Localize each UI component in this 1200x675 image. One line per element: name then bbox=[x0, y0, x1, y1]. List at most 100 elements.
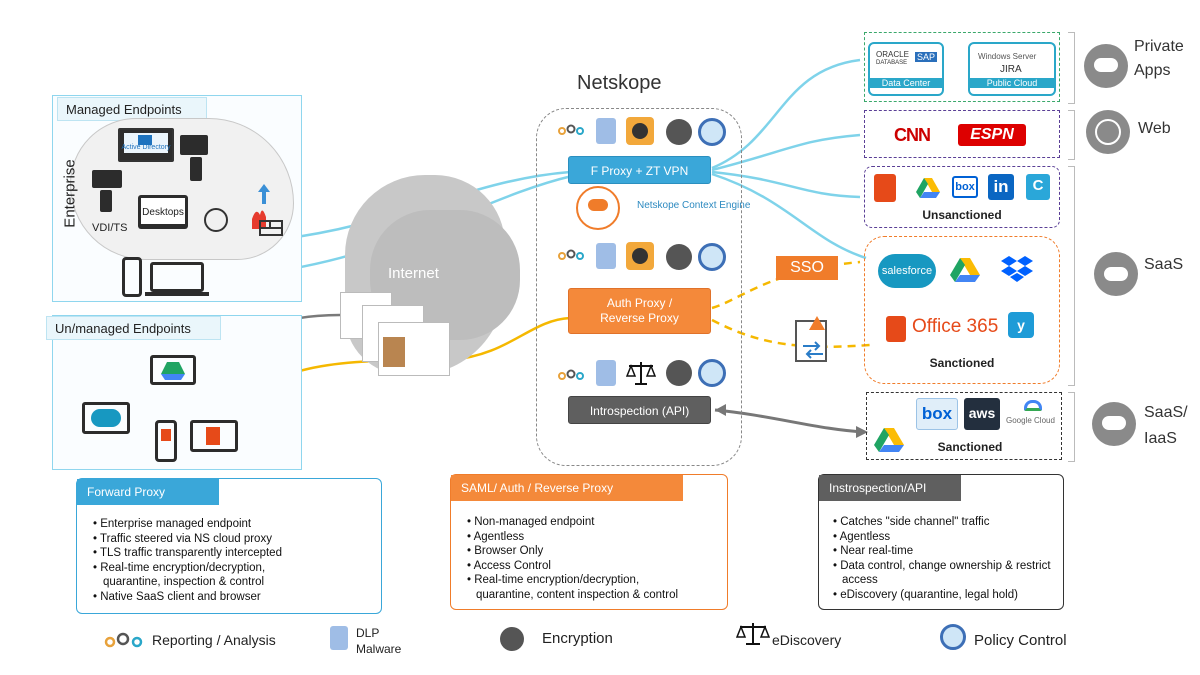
list-item: Data control, change ownership & restric… bbox=[833, 559, 1061, 574]
ediscovery-scale-icon bbox=[625, 360, 657, 386]
category-bracket-private bbox=[1068, 32, 1075, 104]
legend-policy-control-label: Policy Control bbox=[974, 632, 1067, 649]
sap-logo: SAP bbox=[915, 52, 938, 62]
globe-icon bbox=[204, 208, 228, 232]
iaas-label-1: SaaS/ bbox=[1144, 404, 1188, 421]
category-bracket-iaas bbox=[1068, 392, 1075, 462]
list-item: access bbox=[842, 574, 878, 586]
introspection-api-list: Catches "side channel" traffic Agentless… bbox=[833, 515, 1061, 602]
list-item: Agentless bbox=[467, 530, 725, 545]
fproxy-to-private-line bbox=[711, 58, 861, 170]
forward-proxy-title: Forward Proxy bbox=[77, 479, 219, 505]
introspection-api-box: Instrospection/API Catches "side channel… bbox=[818, 474, 1064, 610]
auth-to-sanctioned-dashed-line bbox=[711, 318, 871, 348]
data-center-label: Data Center bbox=[870, 78, 942, 88]
unsanctioned-zone bbox=[864, 166, 1060, 228]
legend-reporting-icon bbox=[102, 632, 148, 648]
salesforce-logo: salesforce bbox=[878, 254, 936, 288]
laptop-icon bbox=[150, 262, 204, 292]
oracle-logo: ORACLE bbox=[876, 50, 909, 59]
google-cloud-icon bbox=[1024, 400, 1042, 411]
list-item: Catches "side channel" traffic bbox=[833, 515, 1061, 530]
netskope-cloud-zone bbox=[536, 108, 742, 466]
list-item: Native SaaS client and browser bbox=[93, 590, 378, 605]
legend-malware-label: Malware bbox=[356, 642, 402, 656]
introspection-button[interactable]: Introspection (API) bbox=[568, 396, 711, 424]
windows-server-logo: Windows Server bbox=[978, 52, 1037, 61]
fproxy-to-web-line bbox=[711, 133, 861, 172]
encryption-icon bbox=[666, 119, 692, 145]
web-zone bbox=[864, 110, 1060, 158]
policy-control-icon bbox=[698, 243, 726, 271]
google-cloud-label: Google Cloud bbox=[1006, 416, 1055, 425]
list-item: quarantine, content inspection & control bbox=[476, 588, 679, 601]
auth-proxy-line1: Auth Proxy / bbox=[606, 296, 673, 310]
cnn-logo: CNN bbox=[894, 125, 931, 145]
saml-proxy-list: Non-managed endpoint Agentless Browser O… bbox=[467, 515, 725, 602]
legend-ediscovery-label: eDiscovery bbox=[772, 632, 842, 648]
list-item: Browser Only bbox=[467, 544, 725, 559]
tower-icon bbox=[190, 157, 202, 181]
sso-badge: SSO bbox=[776, 256, 838, 280]
iaas-sanctioned-zone bbox=[866, 392, 1062, 460]
aws-logo: aws bbox=[964, 398, 1000, 430]
list-item: Agentless bbox=[833, 530, 1061, 545]
database-label: DATABASE bbox=[876, 60, 908, 66]
encryption-icon bbox=[666, 360, 692, 386]
encryption-icon bbox=[666, 244, 692, 270]
reporting-gears-icon bbox=[556, 368, 586, 382]
fproxy-button[interactable]: F Proxy + ZT VPN bbox=[568, 156, 711, 184]
active-directory-icon bbox=[118, 128, 174, 162]
list-item: TLS traffic transparently intercepted bbox=[93, 546, 378, 561]
list-item: Traffic steered via NS cloud proxy bbox=[93, 532, 378, 547]
iaas-cloud-icon bbox=[1092, 402, 1136, 446]
office365-small-logo bbox=[874, 174, 896, 202]
list-item: Near real-time bbox=[833, 544, 1061, 559]
monitor-icon bbox=[180, 135, 208, 155]
active-directory-label: Active Directory bbox=[121, 144, 171, 151]
vdi-label: VDI/TS bbox=[92, 222, 128, 234]
malware-icon bbox=[626, 117, 654, 145]
auth-proxy-button[interactable]: Auth Proxy / Reverse Proxy bbox=[568, 288, 711, 334]
office-laptop-icon bbox=[190, 420, 238, 452]
linkedin-logo: in bbox=[988, 174, 1014, 200]
jira-logo: JIRA bbox=[1000, 64, 1022, 75]
fproxy-to-saas-line bbox=[711, 172, 867, 260]
data-center-card: ORACLE DATABASE SAP Data Center bbox=[868, 42, 944, 96]
malware-icon bbox=[626, 242, 654, 270]
iaas-sanctioned-label: Sanctioned bbox=[937, 440, 1003, 454]
auth-proxy-line2: Reverse Proxy bbox=[600, 311, 679, 325]
dlp-icon bbox=[596, 243, 616, 269]
firewall-icon bbox=[248, 205, 284, 237]
introspection-api-title: Instrospection/API bbox=[819, 475, 961, 501]
list-item: Enterprise managed endpoint bbox=[93, 517, 378, 532]
forward-proxy-list: Enterprise managed endpoint Traffic stee… bbox=[93, 517, 378, 604]
legend-reporting-label: Reporting / Analysis bbox=[152, 632, 276, 648]
desktops-label: Desktops bbox=[142, 207, 184, 218]
public-cloud-card: Windows Server JIRA Public Cloud bbox=[968, 42, 1056, 96]
legend-dlp-icon bbox=[330, 626, 348, 650]
dropbox-logo bbox=[1000, 254, 1034, 284]
dlp-icon bbox=[596, 118, 616, 144]
unsanctioned-label: Unsanctioned bbox=[922, 208, 1002, 222]
list-item: Non-managed endpoint bbox=[467, 515, 725, 530]
desktops-icon bbox=[138, 195, 188, 229]
tower-small-icon bbox=[100, 190, 112, 212]
public-cloud-label: Public Cloud bbox=[970, 78, 1054, 88]
monitor-small-icon bbox=[92, 170, 122, 188]
espn-logo: ESPN bbox=[958, 124, 1026, 146]
enterprise-label: Enterprise bbox=[61, 159, 79, 228]
policy-control-icon bbox=[698, 118, 726, 146]
context-engine-badge bbox=[576, 186, 620, 230]
internet-label: Internet bbox=[388, 265, 439, 282]
list-item: Real-time encryption/decryption, bbox=[93, 561, 378, 576]
phone-icon bbox=[122, 257, 142, 297]
legend-ediscovery-icon bbox=[735, 622, 771, 646]
google-drive-small-logo bbox=[916, 176, 940, 198]
fproxy-to-unsanctioned-line bbox=[711, 170, 861, 199]
list-item: quarantine, inspection & control bbox=[103, 576, 265, 588]
unmanaged-endpoints-title: Un/managed Endpoints bbox=[46, 316, 221, 340]
drive-laptop-icon bbox=[150, 355, 196, 385]
office-phone-icon bbox=[155, 420, 177, 462]
box-small-logo: box bbox=[952, 176, 978, 198]
